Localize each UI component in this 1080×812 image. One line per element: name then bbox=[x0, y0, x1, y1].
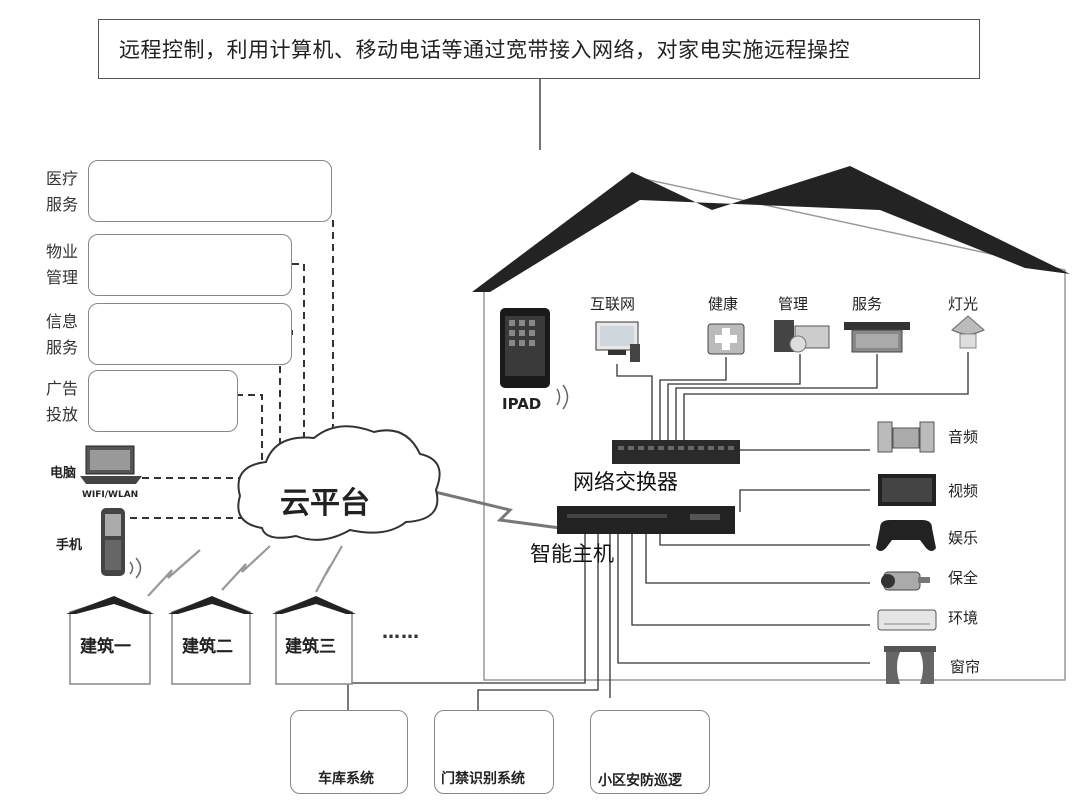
right-item-curtain: 窗帘 bbox=[950, 658, 981, 676]
building-3-label: 建筑三 bbox=[285, 637, 336, 657]
ipad-wifi-icon bbox=[556, 384, 569, 410]
laptop-icon bbox=[80, 445, 142, 484]
top-item-lighting: 灯光 bbox=[948, 295, 979, 313]
cloud-host-link bbox=[434, 490, 561, 530]
service-box-ads bbox=[88, 370, 238, 432]
service-box-info bbox=[88, 303, 292, 365]
ipad-device bbox=[500, 308, 569, 410]
phone-icon bbox=[101, 508, 142, 579]
building-2-shape bbox=[171, 597, 251, 685]
buildings-ellipsis: …… bbox=[382, 622, 420, 643]
house-roof bbox=[472, 166, 1070, 292]
phone-wifi-icon bbox=[129, 557, 142, 579]
health-icon bbox=[707, 323, 745, 355]
top-item-internet: 互联网 bbox=[590, 295, 636, 313]
right-item-entertainment: 娱乐 bbox=[948, 529, 979, 547]
building-2-label: 建筑二 bbox=[182, 637, 233, 657]
building-1-label: 建筑一 bbox=[80, 637, 131, 657]
wifi-label: WIFI/WLAN bbox=[82, 490, 139, 500]
video-icon bbox=[878, 474, 936, 506]
phone-label: 手机 bbox=[56, 538, 83, 553]
building-3-shape bbox=[275, 597, 353, 685]
service-label-medical: 医疗服务 bbox=[45, 169, 78, 214]
cloud-label: 云平台 bbox=[280, 486, 370, 521]
service-label-ads: 广告投放 bbox=[45, 379, 78, 424]
service-icon bbox=[844, 322, 910, 353]
cloud-shape bbox=[237, 425, 441, 541]
air-conditioner-icon bbox=[877, 609, 937, 631]
wireless-bolts bbox=[147, 545, 343, 597]
management-icon bbox=[774, 320, 830, 353]
buildings bbox=[69, 597, 353, 685]
audio-icon bbox=[877, 421, 935, 453]
right-item-environment: 环境 bbox=[948, 609, 979, 627]
lamp-icon bbox=[951, 315, 985, 349]
internet-icon bbox=[595, 321, 640, 362]
right-item-audio: 音频 bbox=[948, 428, 979, 446]
network-switch bbox=[612, 440, 740, 464]
right-item-video: 视频 bbox=[948, 482, 979, 500]
computer-label: 电脑 bbox=[50, 466, 77, 481]
community-label-garage: 车库系统 bbox=[318, 771, 374, 787]
service-dashed-links bbox=[130, 220, 334, 519]
curtain-icon bbox=[884, 646, 936, 684]
community-box-garage bbox=[290, 710, 408, 794]
service-label-property: 物业管理 bbox=[45, 242, 78, 287]
top-item-service: 服务 bbox=[852, 295, 883, 313]
ipad-label: IPAD bbox=[502, 395, 542, 413]
community-label-access: 门禁识别系统 bbox=[441, 771, 525, 787]
smart-host bbox=[557, 506, 735, 534]
service-label-info: 信息服务 bbox=[45, 312, 78, 357]
switch-body bbox=[612, 440, 740, 464]
header-box: 远程控制，利用计算机、移动电话等通过宽带接入网络，对家电实施远程操控 bbox=[98, 19, 980, 79]
right-item-security: 保全 bbox=[948, 569, 979, 587]
community-box-access bbox=[434, 710, 554, 794]
community-label-patrol: 小区安防巡逻 bbox=[598, 773, 682, 789]
header-text: 远程控制，利用计算机、移动电话等通过宽带接入网络，对家电实施远程操控 bbox=[119, 38, 850, 62]
building-1-shape bbox=[69, 597, 151, 685]
top-item-health: 健康 bbox=[708, 295, 739, 313]
camera-icon bbox=[881, 571, 930, 591]
house-wiring bbox=[347, 352, 969, 710]
service-box-property bbox=[88, 234, 292, 296]
top-item-management: 管理 bbox=[778, 295, 809, 313]
community-box-patrol bbox=[590, 710, 710, 794]
host-label: 智能主机 bbox=[530, 542, 614, 566]
house bbox=[472, 166, 1070, 681]
switch-label: 网络交换器 bbox=[573, 470, 678, 494]
gamepad-icon bbox=[876, 520, 936, 551]
service-box-medical bbox=[88, 160, 332, 222]
